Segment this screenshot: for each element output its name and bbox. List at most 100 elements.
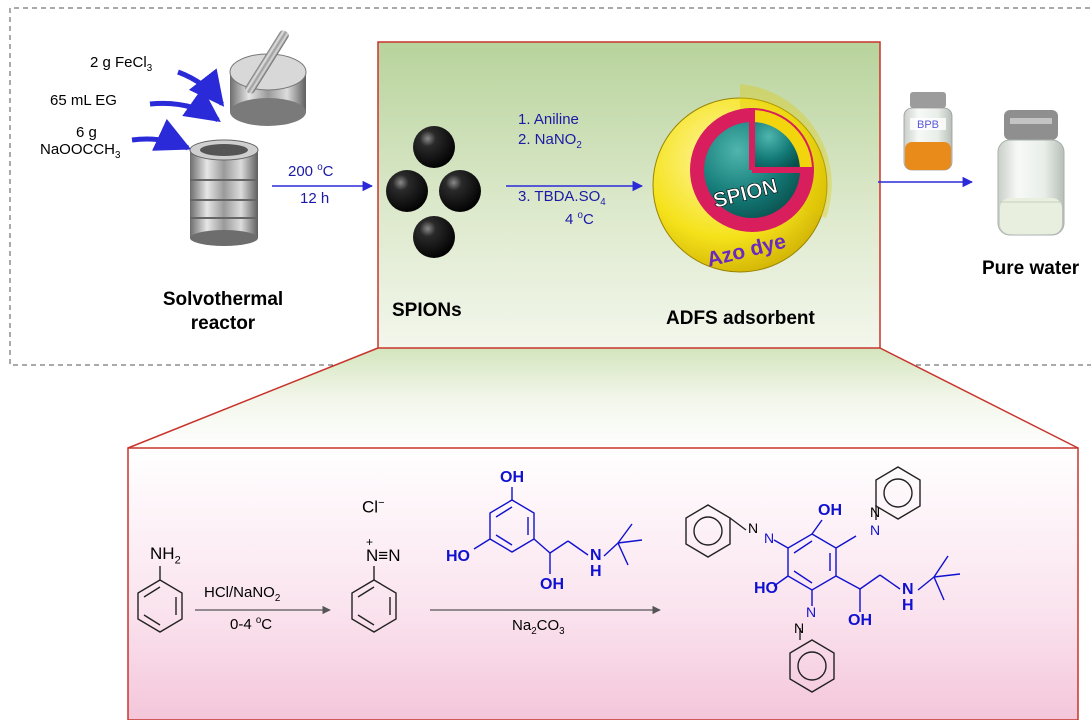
step2-line2: 2. NaNO2 [518, 131, 582, 151]
step2-nano2: 2. NaNO [518, 131, 577, 148]
water-label-text: Pure water [982, 258, 1080, 279]
azo-n-right-2: N [870, 522, 880, 538]
reagent-hcl-sub: 2 [274, 593, 281, 604]
prod-oh-top: OH [818, 502, 842, 520]
water-label: Pure water [982, 258, 1079, 280]
terb-nh: N H [590, 548, 602, 580]
bpb-vial-icon [903, 92, 953, 171]
step2-line4: 4 oC [565, 210, 594, 228]
reagent-naoac-text: NaOOCCH [40, 141, 116, 158]
na2co3-co: CO [536, 617, 560, 634]
step1-temp: 200 oC [288, 162, 333, 180]
terb-oh-top: OH [500, 469, 524, 487]
prod-oh-top-text: OH [818, 502, 842, 519]
terb-ho-left: HO [446, 548, 470, 566]
spions-label: SPIONs [392, 300, 462, 322]
aniline-nh-text: NH [150, 544, 175, 563]
reagent-eg: 65 mL EG [50, 92, 117, 109]
water-vial-icon [997, 110, 1065, 236]
cond-temp-a-unit: C [261, 616, 273, 633]
reagent-naoac-amount: 6 g [76, 124, 97, 141]
reagent-na2co3: Na2CO3 [512, 617, 565, 637]
terb-oh-chain: OH [540, 576, 564, 594]
azo-n-bottom-1: N [806, 604, 816, 620]
reagent-fecl3: 2 g FeCl3 [90, 54, 152, 74]
prod-n-text: N [902, 581, 914, 598]
na2co3-sub1: 2 [531, 626, 537, 637]
reagent-arrow-2 [149, 87, 221, 123]
dashed-frame [9, 7, 1091, 366]
azo-n-bottom-2: N [794, 620, 804, 636]
aniline-nh2: NH2 [150, 544, 181, 566]
step1-temp-unit: C [322, 163, 334, 180]
azo-n-right-2-text: N [870, 522, 881, 538]
step2-temp-degree: o [577, 210, 583, 221]
reagent-arrow-1 [177, 68, 225, 107]
step2-nano2-sub: 2 [576, 140, 582, 151]
reactor-label: Solvothermal reactor [148, 288, 298, 336]
diazo-chloride: Cl− [362, 497, 385, 518]
step2-tbda-sub: 4 [600, 197, 606, 208]
reagent-arrow-3 [131, 118, 192, 151]
prod-nh: N H [902, 582, 914, 614]
terb-h-text: H [590, 563, 602, 580]
adfs-sphere-icon [652, 84, 832, 273]
reagent-fecl3-text: 2 g FeCl [90, 54, 147, 71]
azo-n-left-2-text: N [764, 530, 775, 546]
prod-oh-chain: OH [848, 612, 872, 630]
terb-oh-chain-text: OH [540, 576, 564, 593]
step2-line3: 3. TBDA.SO4 [518, 188, 606, 208]
diazo-plus-text: + [366, 535, 374, 549]
azo-n-left-1-text: N [748, 520, 759, 536]
terb-oh-top-text: OH [500, 469, 524, 486]
cond-temp-a-value: 0-4 [230, 616, 256, 633]
step1-temp-degree: o [317, 162, 323, 173]
prod-ho-text: HO [754, 580, 778, 597]
terb-ho-text: HO [446, 548, 470, 565]
prod-h-text: H [902, 597, 914, 614]
spions-icon [386, 126, 481, 258]
reagent-naoac-line1: 6 g [76, 124, 97, 141]
cond-temp-a-degree: o [255, 615, 262, 626]
prod-oh-chain-text: OH [848, 612, 872, 629]
azo-n-bottom-2-text: N [794, 620, 805, 636]
aniline-nh-sub: 2 [174, 554, 181, 567]
step2-aniline: 1. Aniline [518, 111, 579, 128]
reagent-hcl-text: HCl/NaNO [204, 584, 275, 601]
step2-line1: 1. Aniline [518, 111, 579, 128]
diazo-minus: − [378, 497, 385, 509]
diazonium-structure [351, 566, 397, 633]
azo-n-right-1-text: N [870, 504, 881, 520]
step2-temp-unit: C [582, 211, 594, 228]
reactor-body-icon [189, 139, 259, 246]
diazo-n-group: N≡N [366, 546, 400, 566]
terbutaline-structure [473, 487, 643, 574]
na2co3-sub2: 3 [559, 626, 565, 637]
terb-n-text: N [590, 547, 602, 564]
zoom-funnel [128, 348, 1078, 448]
bpb-tag: BPB [917, 119, 939, 131]
step2-tbda: 3. TBDA.SO [518, 188, 601, 205]
adfs-label: ADFS adsorbent [666, 308, 815, 330]
step1-time-value: 12 h [300, 190, 330, 207]
azo-n-left-2: N [764, 530, 774, 546]
azo-n-left-1: N [748, 520, 758, 536]
na2co3-na: Na [512, 617, 532, 634]
step1-time: 12 h [300, 190, 329, 207]
reagent-fecl3-sub: 3 [146, 63, 153, 74]
diazo-n-text: N≡N [366, 546, 401, 565]
reactor-label-line2: reactor [190, 313, 256, 334]
diazo-plus: + [366, 535, 373, 549]
product-structure [685, 466, 961, 693]
reagent-naoac-sub: 3 [115, 150, 121, 161]
cond-temp-a: 0-4 oC [230, 615, 272, 633]
azo-n-bottom-1-text: N [806, 604, 817, 620]
adfs-label-text: ADFS adsorbent [666, 308, 815, 329]
prod-ho-left: HO [754, 580, 778, 598]
diazo-cl-text: Cl [362, 497, 379, 517]
azo-n-right-1: N [870, 504, 880, 520]
reagent-hcl-nano2: HCl/NaNO2 [204, 584, 280, 604]
reactor-label-line1: Solvothermal [162, 289, 284, 310]
